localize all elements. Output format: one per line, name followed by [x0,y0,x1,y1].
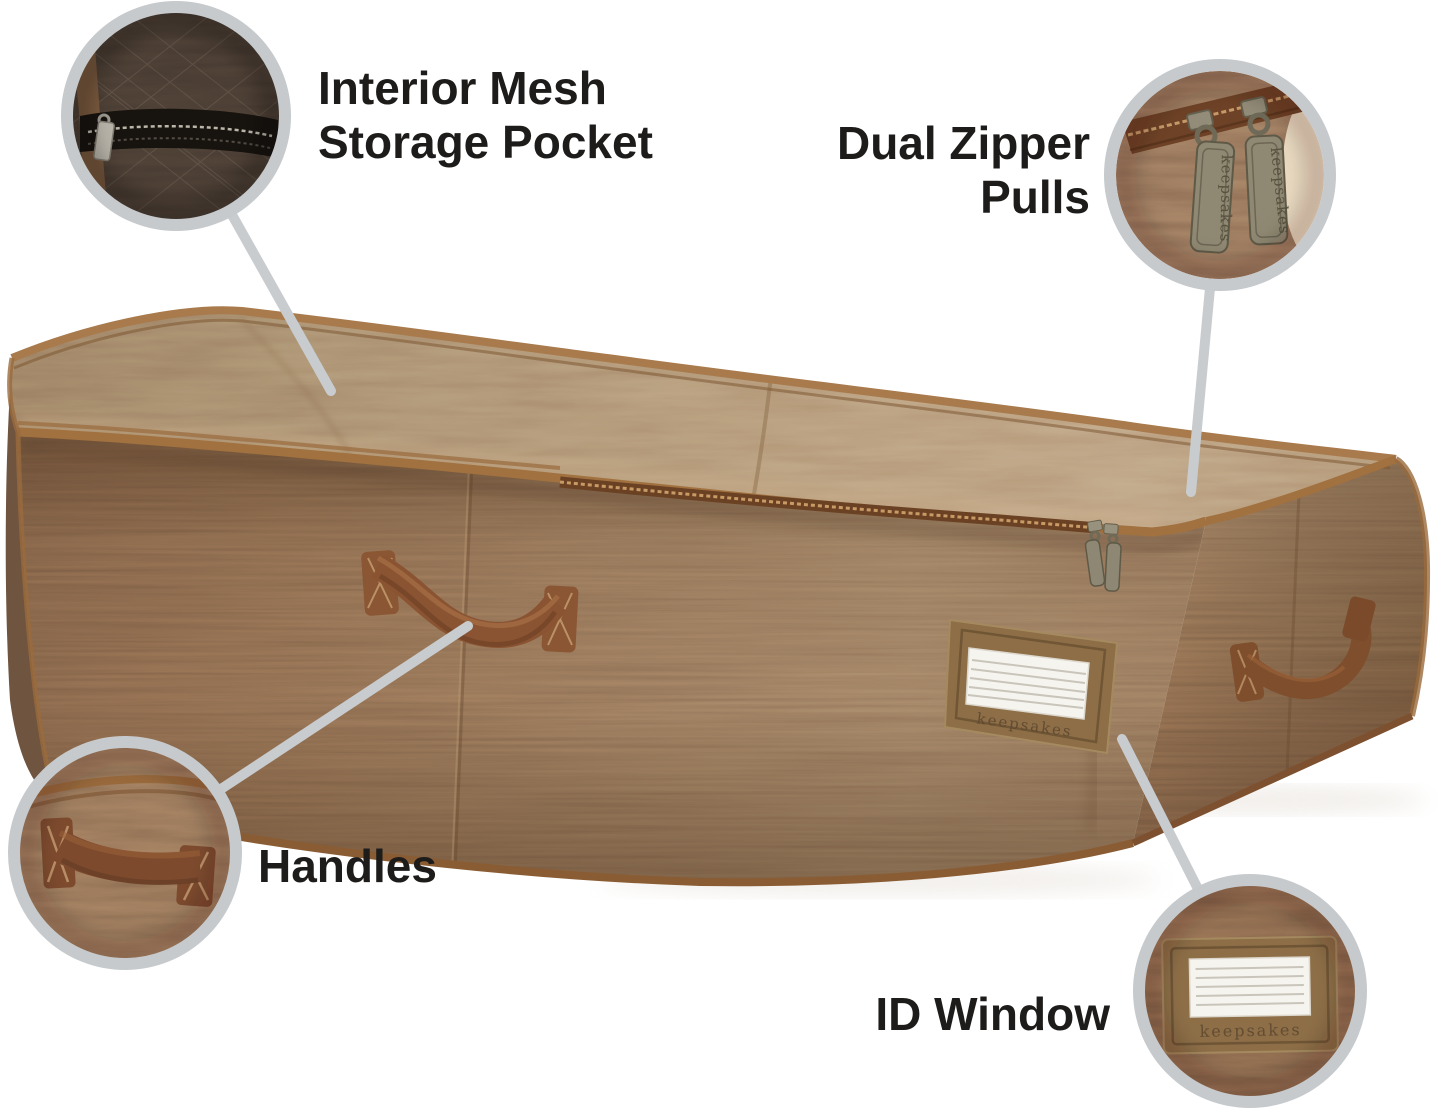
callout-label-id-window: ID Window [875,988,1110,1042]
magnifier-inset-zipper-pulls: keepsakes keepsakes [1104,59,1336,291]
id-card-lines [967,659,1087,709]
magnifier-inset-mesh-pocket [61,1,291,231]
callout-line-handles [213,621,473,796]
zipper-pull-1: keepsakes [1189,140,1236,254]
callout-line-mesh [226,208,336,396]
inset-brand-patch-label: keepsakes [1199,1020,1301,1041]
bag-zipper-pulls [1084,519,1122,592]
magnifier-ring-handles [8,736,242,970]
inset-id-card-lines [1195,966,1305,1006]
bag-side-handle [1229,596,1376,702]
magnifier-inset-handles [8,736,242,970]
callout-line-id-window [1117,734,1203,894]
bag-front-handle [361,550,579,653]
id-window-label-line1: ID Window [875,988,1110,1040]
pull-1-engraving: keepsakes [1216,155,1236,243]
zipper-label-line2: Pulls [980,170,1090,223]
callout-label-handles: Handles [258,840,437,894]
inset-id-patch: keepsakes [1161,935,1339,1055]
handles-label-line1: Handles [258,840,437,892]
mesh-label-line2: Storage Pocket [318,115,653,168]
zipper-label-line1: Dual Zipper [836,117,1090,169]
bag-zipper [559,476,1099,534]
callout-lines [213,208,1215,894]
callout-line-zipper [1186,283,1215,497]
callout-label-mesh-pocket: Interior Mesh Storage Pocket [318,62,653,170]
bag-id-window: keepsakes [943,618,1119,755]
callout-label-dual-zipper: Dual Zipper Pulls [837,117,1090,225]
magnifier-ring-mesh [61,1,291,231]
mesh-label-line1: Interior Mesh [318,62,607,114]
magnifier-ring-id-window [1133,874,1367,1108]
magnifier-ring-zipper [1104,59,1336,291]
magnifier-inset-id-window: keepsakes [1133,874,1367,1108]
